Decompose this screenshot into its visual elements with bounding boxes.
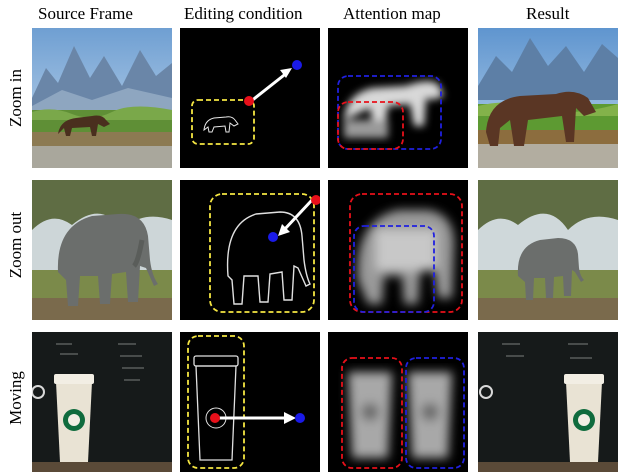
row-label-zoom-in: Zoom in — [6, 68, 25, 128]
header-source-frame: Source Frame — [38, 4, 133, 23]
header-editing-condition: Editing condition — [184, 4, 303, 23]
row-label-zoom-out: Zoom out — [6, 211, 25, 279]
source-frame-bear — [32, 28, 172, 168]
source-frame-elephant — [32, 180, 172, 320]
header-result: Result — [526, 4, 570, 23]
editing-condition-elephant — [180, 180, 320, 320]
attention-map-elephant — [328, 180, 468, 320]
editing-condition-coffee-cup — [180, 332, 320, 472]
result-bear — [478, 28, 618, 168]
result-coffee-cup — [478, 332, 618, 472]
row-label-moving: Moving — [6, 371, 25, 425]
source-frame-coffee-cup — [32, 332, 172, 472]
attention-map-coffee-cup — [328, 332, 468, 472]
editing-condition-bear — [180, 28, 320, 168]
header-attention-map: Attention map — [343, 4, 441, 23]
attention-map-bear — [328, 28, 468, 168]
result-elephant — [478, 180, 618, 320]
